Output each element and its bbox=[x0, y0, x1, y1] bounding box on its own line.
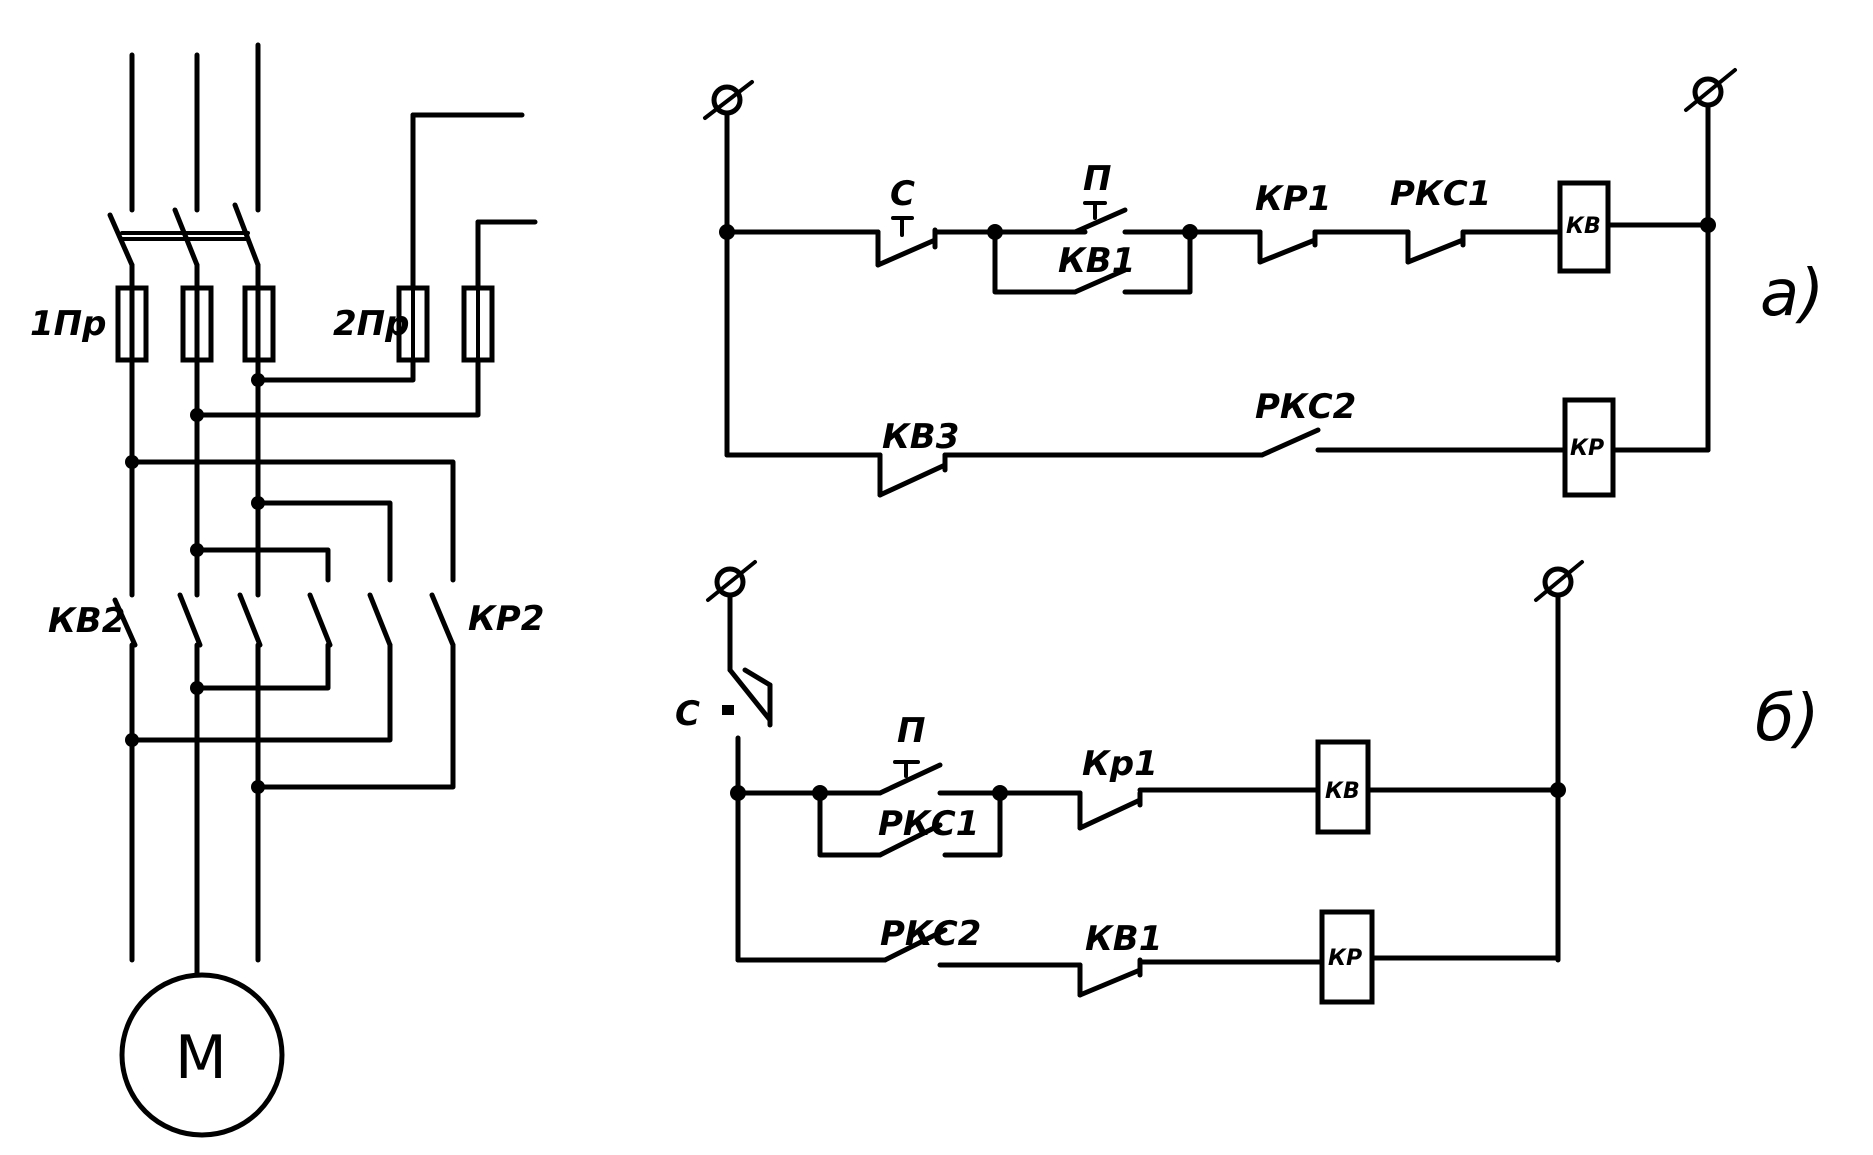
circuit-a-tag: а) bbox=[1760, 257, 1824, 331]
rung-forward bbox=[724, 180, 1711, 295]
junction bbox=[812, 785, 828, 801]
junction bbox=[730, 785, 746, 801]
junction bbox=[719, 224, 735, 240]
fuse-control-label: 2Пр bbox=[333, 304, 409, 344]
contactor-wiring-top bbox=[129, 459, 456, 598]
speed-relay-1-b-label: РКС1 bbox=[878, 804, 979, 844]
junction bbox=[992, 785, 1008, 801]
fuse-group-control bbox=[194, 112, 538, 418]
rung-reverse bbox=[724, 397, 1711, 498]
junction bbox=[190, 543, 204, 557]
contactor-forward-label: КВ2 bbox=[48, 601, 125, 641]
reverse-coil-label: КР bbox=[1570, 436, 1604, 461]
forward-coil-label: КВ bbox=[1566, 214, 1601, 239]
supply-lines bbox=[129, 42, 261, 213]
stop-button-label: С bbox=[890, 174, 915, 214]
junction bbox=[190, 408, 204, 422]
junction bbox=[125, 733, 139, 747]
speed-relay-1-label: РКС1 bbox=[1390, 174, 1491, 214]
stop-button-b bbox=[722, 592, 773, 963]
junction bbox=[251, 373, 265, 387]
contactor-poles bbox=[112, 592, 456, 648]
junction bbox=[987, 224, 1003, 240]
speed-relay-2-b-label: РКС2 bbox=[880, 914, 981, 954]
rung-forward-b bbox=[735, 739, 1561, 858]
contactor-wiring-bottom bbox=[129, 642, 456, 978]
control-circuit-a: С П КВ1 КР1 РКС1 КВ КВ3 РКС2 КР а) bbox=[703, 68, 1824, 498]
interlock-contact-label: КР1 bbox=[1255, 179, 1331, 219]
reverse-coil-b-label: КР bbox=[1328, 946, 1362, 971]
forward-interlock-b-label: КВ1 bbox=[1085, 919, 1162, 959]
motor-label: M bbox=[175, 1023, 227, 1093]
contactor-reverse-label: КР2 bbox=[468, 599, 544, 639]
junction bbox=[1550, 782, 1566, 798]
interlock-contact-b-label: Кр1 bbox=[1082, 744, 1158, 784]
control-circuit-b: С П РКС1 Кр1 КВ bbox=[675, 560, 1819, 1005]
hold-contact-label: КВ1 bbox=[1058, 241, 1135, 281]
circuit-b-tag: б) bbox=[1755, 682, 1819, 756]
reverse-interlock-label: КВ3 bbox=[882, 417, 959, 457]
terminal-right bbox=[1684, 68, 1737, 112]
forward-coil-b-label: КВ bbox=[1325, 779, 1360, 804]
rung-reverse-b bbox=[735, 909, 1561, 1005]
power-circuit: 1Пр 2Пр bbox=[30, 42, 544, 1138]
junction bbox=[190, 681, 204, 695]
stop-button-b-label: С bbox=[675, 694, 700, 734]
junction bbox=[1182, 224, 1198, 240]
junction bbox=[251, 496, 265, 510]
junction bbox=[251, 780, 265, 794]
main-switch bbox=[107, 202, 261, 268]
fuse-group-main bbox=[115, 262, 276, 583]
junction bbox=[1700, 217, 1716, 233]
start-button-b-label: П bbox=[897, 711, 925, 751]
fuse-main-label: 1Пр bbox=[30, 304, 106, 344]
start-button-label: П bbox=[1083, 159, 1111, 199]
motor-symbol bbox=[119, 972, 285, 1138]
speed-relay-2-label: РКС2 bbox=[1255, 387, 1356, 427]
junction bbox=[125, 455, 139, 469]
